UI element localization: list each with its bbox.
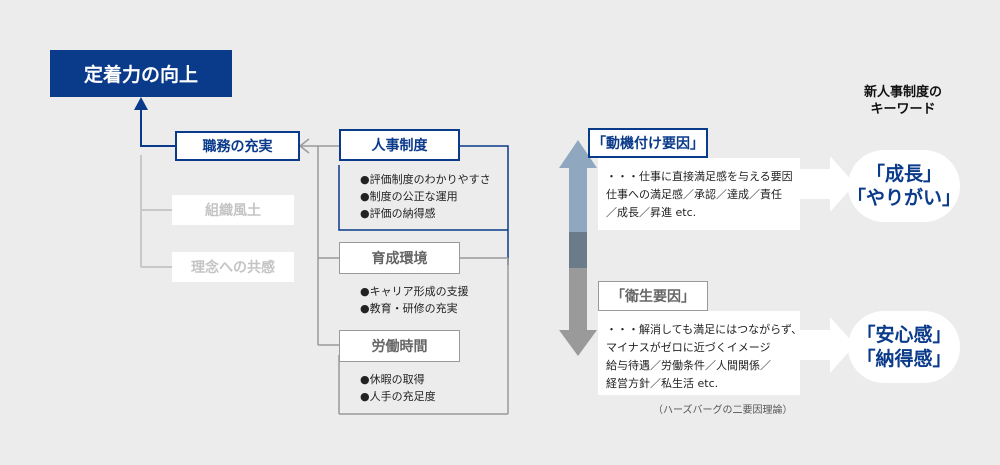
hygiene-factor-title: 「衛生要因」 — [598, 281, 708, 311]
hygiene-factor-title-label: 「衛生要因」 — [611, 289, 695, 305]
motivation-factor-body: ・・・仕事に直接満足感を与える要因 仕事への満足感／承認／達成／責任 ／成長／昇… — [598, 158, 800, 230]
hr-frame-lower — [338, 165, 508, 231]
hr-system-label: 人事制度 — [371, 138, 428, 154]
duties-box: 職務の充実 — [175, 131, 300, 161]
motivation-factor-title-label: 「動機付け要因」 — [592, 136, 704, 152]
org-culture-label: 組織風土 — [205, 203, 261, 219]
hygiene-keyword-bubble: 「安心感」 「納得感」 — [848, 311, 960, 383]
hygiene-factor-body: ・・・解消しても満足にはつながらず、 マイナスがゼロに近づくイメージ 給与待遇／… — [598, 311, 803, 395]
list-item: ●人手の充足度 — [360, 390, 436, 403]
list-item: ●休暇の取得 — [360, 373, 425, 386]
hygiene-down-arrow-icon — [559, 232, 597, 356]
duties-to-goal-line — [140, 105, 175, 147]
keyword-line: 「納得感」 — [856, 348, 952, 370]
list-item: ●教育・研修の充実 — [360, 302, 458, 315]
goal-label: 定着力の向上 — [83, 64, 198, 86]
hygiene-line: 経営方針／私生活 etc. — [606, 377, 719, 390]
duties-arrowhead-icon — [298, 138, 310, 154]
training-env-label: 育成環境 — [371, 251, 428, 267]
keyword-line: 「成長」 — [866, 163, 943, 185]
keywords-heading: 新人事制度の キーワード — [848, 84, 958, 118]
hr-system-box: 人事制度 — [339, 129, 460, 161]
philosophy-label: 理念への共感 — [191, 260, 275, 276]
work-hours-box: 労働時間 — [339, 330, 460, 362]
hygiene-line: 給与待遇／労働条件／人間関係／ — [606, 359, 771, 372]
motivation-keyword-bubble: 「成長」 「やりがい」 — [847, 150, 962, 222]
goal-arrowhead-icon — [134, 97, 148, 110]
hr-frame-upper — [460, 145, 509, 265]
arrow-overlap-block — [569, 232, 587, 268]
work-hours-list: ●休暇の取得 ●人手の充足度 — [360, 371, 436, 405]
theory-note: （ハーズバーグの二要因理論） — [653, 405, 793, 416]
list-item: ●評価制度のわかりやすさ — [360, 173, 491, 186]
keywords-heading-line: 新人事制度の — [863, 85, 942, 100]
work-hours-label: 労働時間 — [371, 339, 428, 355]
training-env-list: ●キャリア形成の支援 ●教育・研修の充実 — [360, 283, 469, 317]
hygiene-keyword-arrow-icon — [800, 317, 855, 373]
list-item: ●評価の納得感 — [360, 207, 436, 220]
motivation-up-arrow-icon — [559, 140, 597, 268]
training-env-box: 育成環境 — [339, 242, 460, 274]
motivation-factor-title: 「動機付け要因」 — [588, 128, 708, 158]
motivation-line: 仕事への満足感／承認／達成／責任 — [606, 188, 782, 201]
list-item: ●キャリア形成の支援 — [360, 285, 469, 298]
keywords-heading-line: キーワード — [870, 102, 936, 117]
keyword-line: 「安心感」 — [856, 324, 952, 346]
list-item: ●制度の公正な運用 — [360, 190, 458, 203]
goal-box: 定着力の向上 — [50, 50, 232, 97]
keyword-line: 「やりがい」 — [847, 187, 962, 209]
motivation-keyword-arrow-icon — [800, 156, 855, 212]
hygiene-line: ・・・解消しても満足にはつながらず、 — [606, 323, 803, 336]
motivation-line: ・・・仕事に直接満足感を与える要因 — [606, 170, 793, 183]
duties-label: 職務の充実 — [202, 139, 273, 155]
org-culture-box: 組織風土 — [172, 195, 294, 225]
philosophy-box: 理念への共感 — [172, 252, 294, 282]
hygiene-line: マイナスがゼロに近づくイメージ — [606, 341, 771, 354]
motivation-line: ／成長／昇進 etc. — [606, 206, 697, 219]
hr-system-list: ●評価制度のわかりやすさ ●制度の公正な運用 ●評価の納得感 — [360, 171, 491, 222]
